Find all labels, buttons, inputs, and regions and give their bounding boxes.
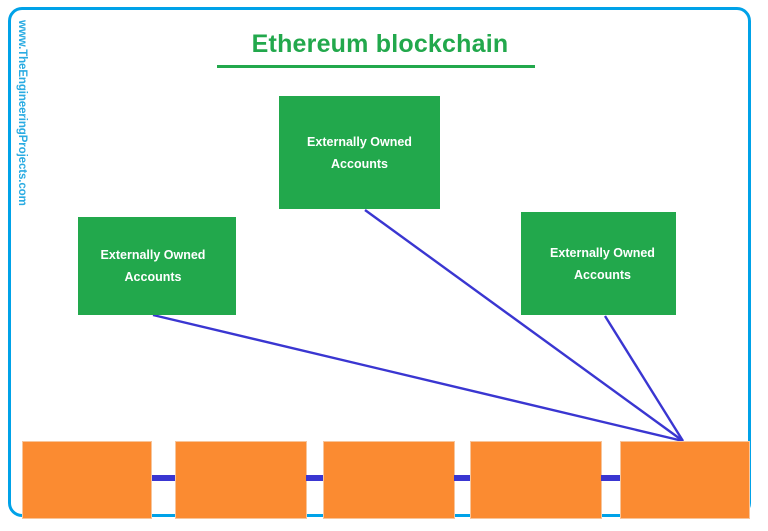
eoa-left-line2: Accounts <box>124 270 182 284</box>
eoa-right-line1: Externally Owned <box>550 245 655 260</box>
chain-link-4-5 <box>601 475 621 481</box>
blockchain-block-5[interactable] <box>620 441 750 519</box>
eoa-top-line1: Externally Owned <box>307 134 412 149</box>
eoa-right-label: Externally Owned Accounts <box>528 242 678 286</box>
eoa-left-label: Externally Owned Accounts <box>78 244 228 288</box>
blockchain-block-4[interactable] <box>470 441 602 519</box>
watermark-text: www.TheEngineeringProjects.com <box>16 20 28 206</box>
page-title: Ethereum blockchain <box>251 30 509 58</box>
blockchain-block-1[interactable] <box>22 441 152 519</box>
externally-owned-accounts-box-top[interactable]: Externally Owned Accounts <box>279 96 440 209</box>
chain-link-2-3 <box>306 475 324 481</box>
eoa-left-line1: Externally Owned <box>100 248 206 262</box>
externally-owned-accounts-box-left[interactable]: Externally Owned Accounts <box>78 217 236 315</box>
chain-link-3-4 <box>454 475 471 481</box>
eoa-top-line2: Accounts <box>331 156 388 171</box>
externally-owned-accounts-box-right[interactable]: Externally Owned Accounts <box>521 212 676 315</box>
eoa-right-line2: Accounts <box>574 267 631 282</box>
blockchain-block-3[interactable] <box>323 441 455 519</box>
eoa-top-label: Externally Owned Accounts <box>285 131 435 175</box>
blockchain-block-2[interactable] <box>175 441 307 519</box>
title-underline <box>217 65 535 68</box>
chain-link-1-2 <box>152 475 176 481</box>
